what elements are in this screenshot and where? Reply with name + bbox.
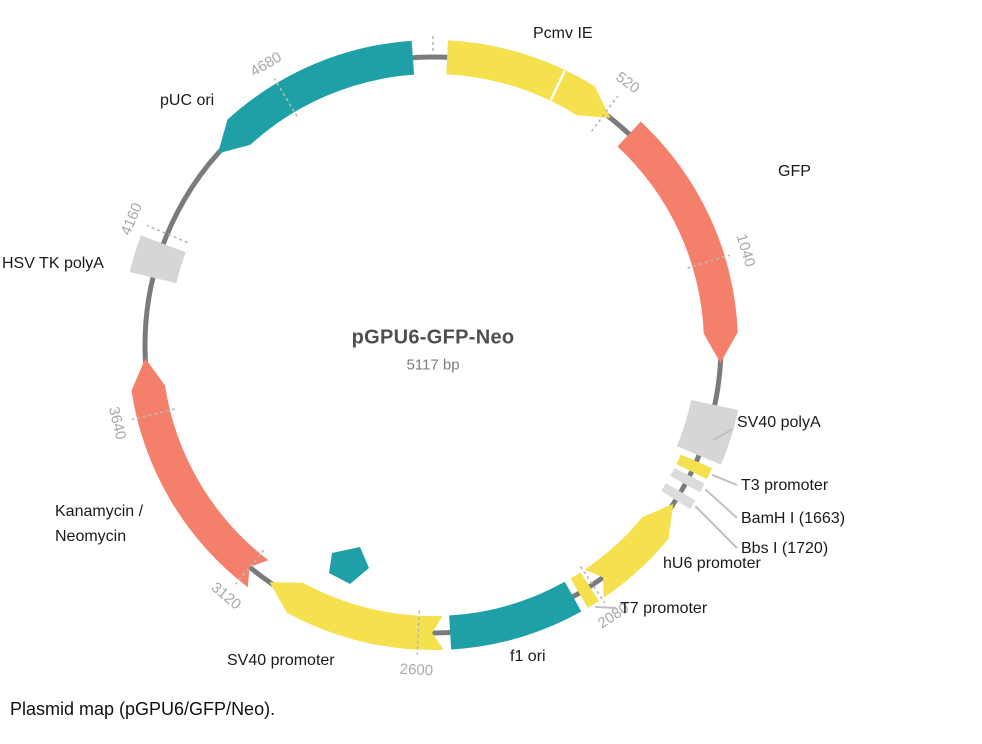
tick-mark-2600: [416, 610, 421, 655]
tick-label-4680: 4680: [247, 49, 284, 81]
tick-label-2600: 2600: [399, 661, 433, 680]
tick-label-3120: 3120: [208, 579, 245, 613]
feature-hsv-tk-polya: [129, 235, 186, 284]
tick-mark-1040: [687, 254, 730, 269]
tick-label-520: 520: [613, 69, 643, 98]
feature-t3-promoter: [676, 454, 712, 480]
feature-pcmv-ie: [446, 40, 611, 119]
feature-sv40-polya: [676, 399, 739, 465]
feature-label-t7-promoter: T7 promoter: [620, 600, 708, 617]
feature-label-sv40-polya: SV40 polyA: [737, 414, 821, 431]
tick-mark-3120: [235, 549, 265, 585]
small-pentagon-marker: [329, 547, 369, 584]
tick-mark-2080: [579, 565, 606, 604]
feature-f1-ori: [449, 581, 582, 650]
feature-puc-ori: [217, 40, 415, 154]
feature-bamhi-site: [670, 468, 705, 493]
leader-t7-promoter: [595, 605, 617, 609]
leader-t3-promoter: [711, 474, 738, 486]
tick-label-4160: 4160: [117, 200, 146, 237]
feature-label-f1-ori: f1 ori: [510, 648, 546, 665]
feature-label-puc-ori: pUC ori: [160, 92, 214, 109]
feature-label-bamhi-site: BamH I (1663): [741, 510, 845, 527]
feature-label-hsv-tk-polya: HSV TK polyA: [2, 255, 104, 272]
tick-label-3640: 3640: [105, 405, 130, 441]
tick-mark-3640: [131, 408, 175, 421]
tick-mark-4680: [273, 78, 298, 117]
figure-caption: Plasmid map (pGPU6/GFP/Neo).: [10, 699, 276, 719]
feature-label-bbsi-site: Bbs I (1720): [741, 540, 828, 557]
feature-label-hu6-promoter: hU6 promoter: [663, 555, 761, 572]
feature-sv40-promoter: [269, 582, 444, 650]
feature-label-kan-neo: Kanamycin /Neomycin: [55, 503, 144, 545]
feature-bbsi-site: [661, 483, 696, 510]
feature-t7-promoter: [570, 572, 599, 608]
leader-sv40-polya: [712, 428, 734, 441]
tick-mark-520: [590, 95, 619, 132]
tick-mark-4160: [146, 224, 188, 244]
tick-label-1040: 1040: [733, 232, 759, 269]
feature-label-t3-promoter: T3 promoter: [741, 477, 829, 494]
leader-bamhi-site: [704, 488, 738, 519]
pcmv-segment-divider: [549, 70, 566, 101]
feature-hu6-promoter: [584, 503, 674, 598]
leader-bbsi-site: [694, 505, 738, 549]
feature-label-pcmv-ie: Pcmv IE: [533, 25, 593, 42]
feature-gfp: [617, 121, 738, 363]
feature-kan-neo: [131, 358, 269, 588]
feature-label-sv40-promoter: SV40 promoter: [227, 652, 335, 669]
feature-label-gfp: GFP: [778, 163, 811, 180]
